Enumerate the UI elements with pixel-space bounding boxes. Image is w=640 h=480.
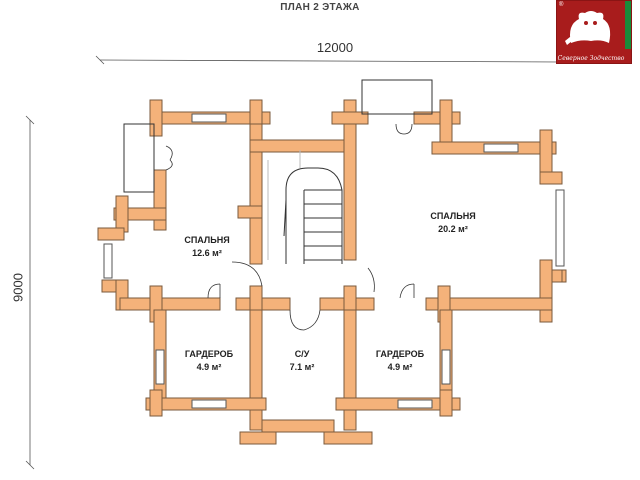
room-name: С/У [294,349,310,359]
width-dimension: 12000 [316,40,354,55]
room-name: СПАЛЬНЯ [430,211,476,221]
room-wardrobe-left: ГАРДЕРОБ 4.9 м² [174,348,244,374]
logo-green-strip [625,1,631,49]
room-area: 20.2 м² [438,224,468,234]
dimension-lines [25,55,561,470]
room-bedroom-left: СПАЛЬНЯ 12.6 м² [172,234,242,260]
room-area: 12.6 м² [192,248,222,258]
room-name: СПАЛЬНЯ [184,235,230,245]
room-bathroom: С/У 7.1 м² [272,348,332,374]
plan-title: ПЛАН 2 ЭТАЖА [280,2,360,13]
logo-caption: Северное Зодчество [557,55,625,62]
registered-mark: ® [559,2,564,8]
room-wardrobe-right: ГАРДЕРОБ 4.9 м² [362,348,438,374]
height-dimension: 9000 [10,273,26,302]
room-area: 7.1 м² [289,362,315,372]
company-logo: ® Северное Зодчество [556,0,632,64]
doors [165,123,415,331]
room-area: 4.9 м² [196,362,222,372]
room-name: ГАРДЕРОБ [375,349,425,359]
bear-icon [565,11,611,45]
balconies [123,79,433,193]
room-area: 4.9 м² [387,362,413,372]
windows [103,113,565,409]
room-name: ГАРДЕРОБ [184,349,234,359]
room-bedroom-right: СПАЛЬНЯ 20.2 м² [418,210,488,236]
walls [97,99,567,445]
staircase [267,150,343,264]
